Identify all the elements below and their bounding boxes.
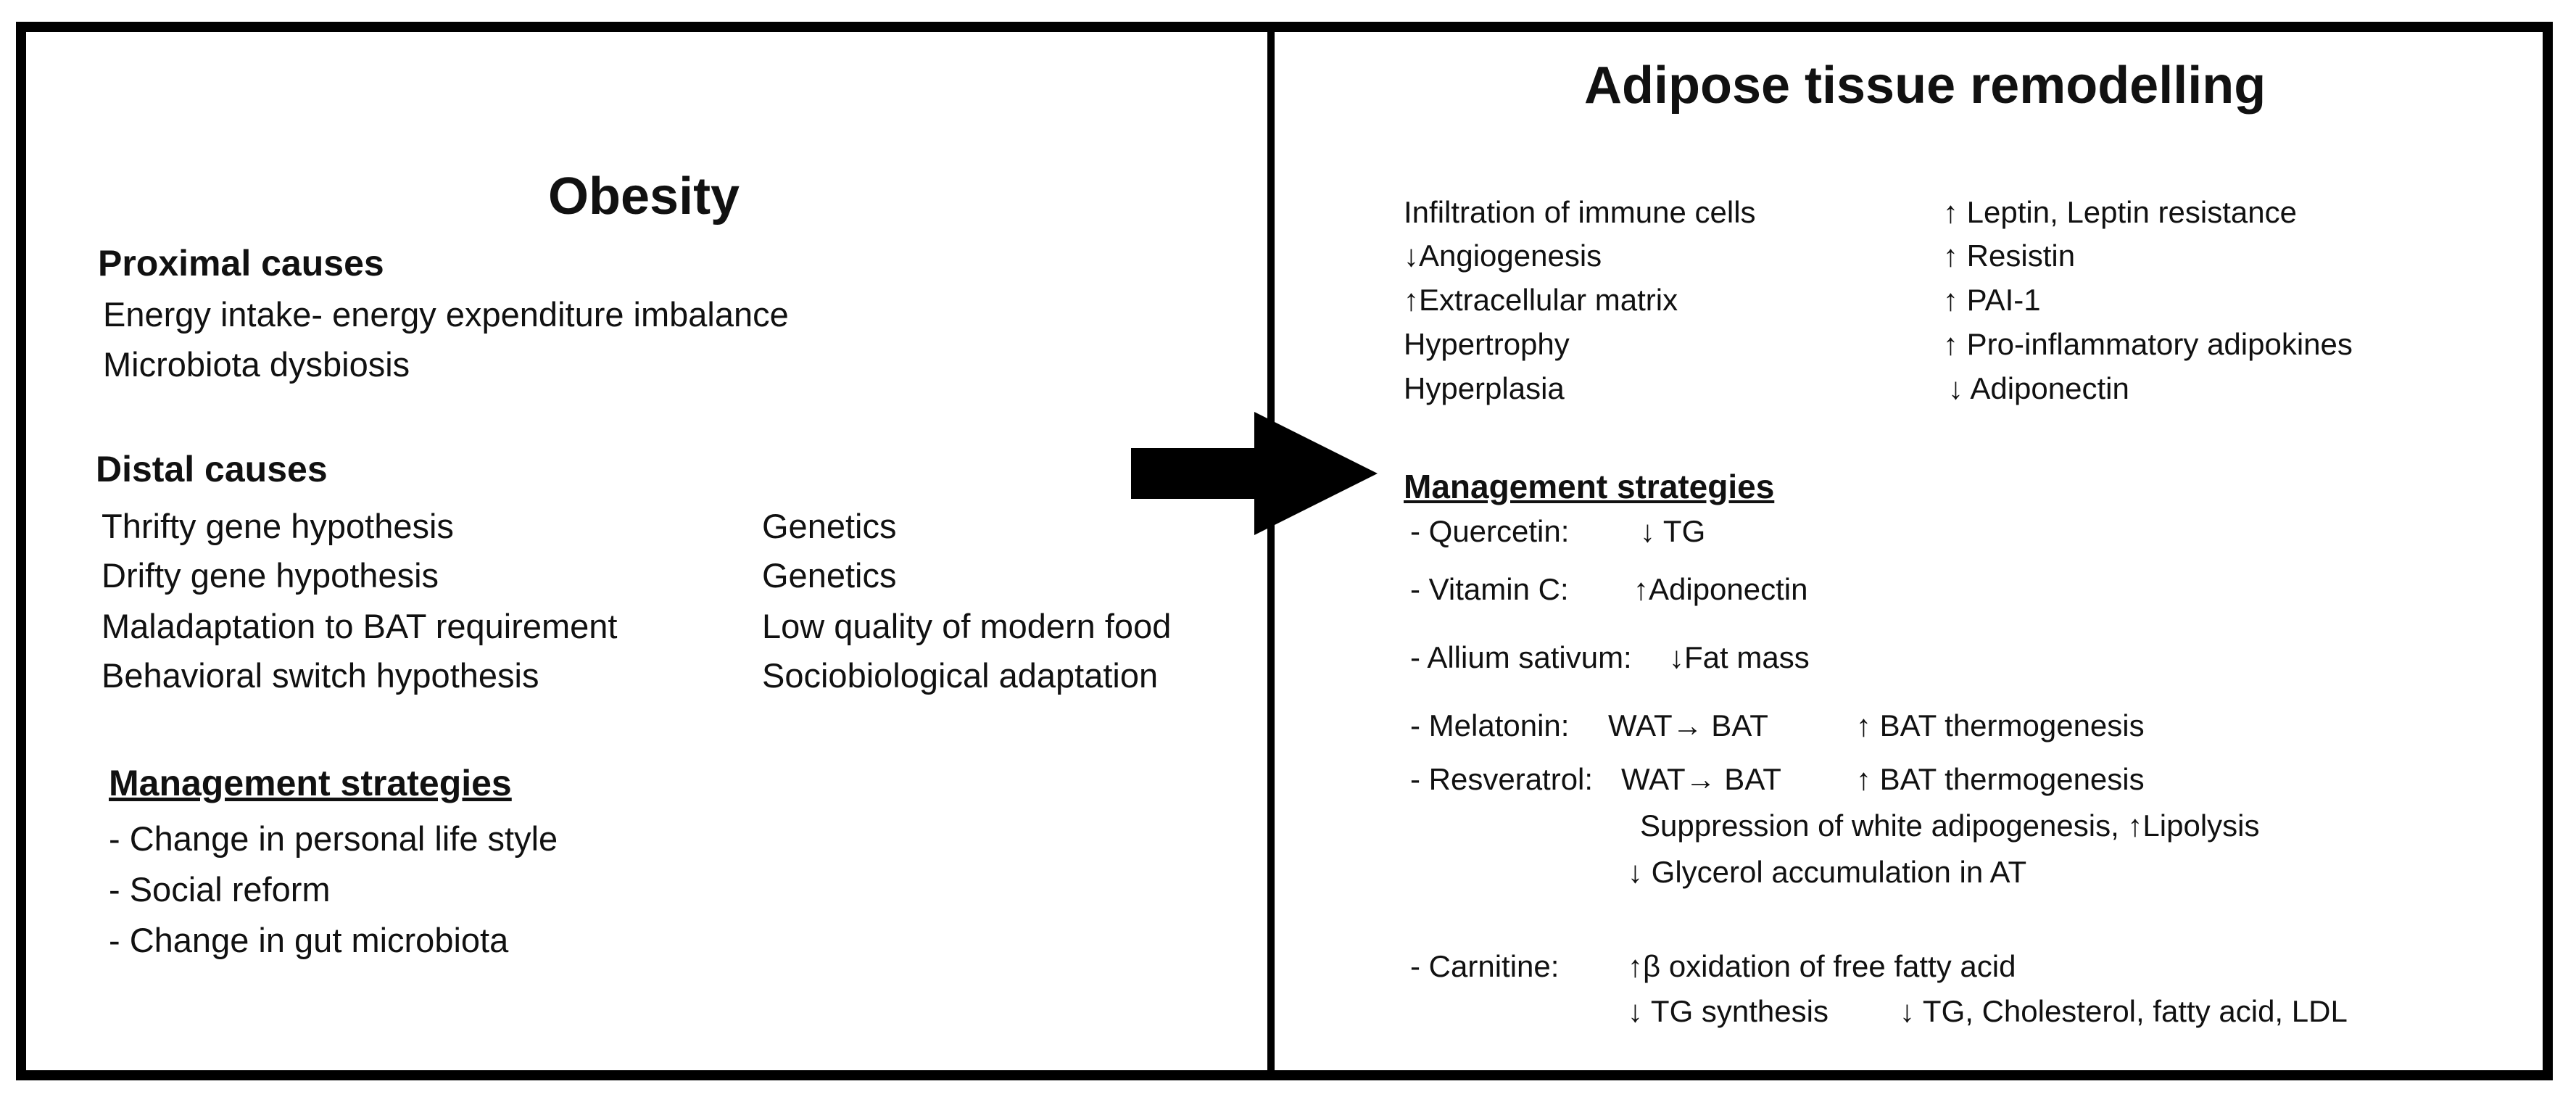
strategy-name: - Resveratrol: xyxy=(1410,762,1594,796)
strategy-name: - Melatonin: xyxy=(1410,708,1570,742)
remodel-change: Hyperplasia xyxy=(1404,371,1565,405)
strategy-effect: ↑ BAT thermogenesis xyxy=(1856,708,2145,742)
right-arrow-icon xyxy=(1131,412,1378,535)
strategy-detail: ↓ TG synthesis xyxy=(1628,994,1829,1028)
strategy-name: - Vitamin C: xyxy=(1410,572,1569,606)
management-item: - Change in gut microbiota xyxy=(109,921,509,959)
distal-cause: Behavioral switch hypothesis xyxy=(102,656,539,695)
adipokine-change: ↓ Adiponectin xyxy=(1948,371,2129,405)
remodel-change: ↓Angiogenesis xyxy=(1404,239,1602,273)
distal-cause: Maladaptation to BAT requirement xyxy=(102,607,618,645)
diagram-frame xyxy=(16,22,2553,1080)
distal-factor: Sociobiological adaptation xyxy=(762,656,1159,695)
adipokine-change: ↑ Leptin, Leptin resistance xyxy=(1943,195,2297,229)
remodel-change: Infiltration of immune cells xyxy=(1404,195,1756,229)
strategy-detail: ↓ Glycerol accumulation in AT xyxy=(1628,855,2027,889)
strategy-conversion: WAT→ BAT xyxy=(1621,762,1781,796)
strategy-effect: ↑Adiponectin xyxy=(1633,572,1808,606)
strategy-effect: ↓Fat mass xyxy=(1669,640,1810,674)
remodel-change: Hypertrophy xyxy=(1404,327,1570,361)
strategy-effect: ↓ TG xyxy=(1640,514,1706,548)
proximal-causes-heading: Proximal causes xyxy=(98,243,384,284)
strategy-effect: ↑ BAT thermogenesis xyxy=(1856,762,2145,796)
distal-factor: Genetics xyxy=(762,556,897,595)
proximal-cause-item: Energy intake- energy expenditure imbala… xyxy=(103,295,789,334)
right-management-heading: Management strategies xyxy=(1404,468,1775,505)
management-item: - Social reform xyxy=(109,870,331,909)
proximal-cause-item: Microbiota dysbiosis xyxy=(103,345,410,384)
distal-cause: Thrifty gene hypothesis xyxy=(102,507,454,545)
distal-factor: Low quality of modern food xyxy=(762,607,1172,645)
adipokine-change: ↑ Pro-inflammatory adipokines xyxy=(1943,327,2353,361)
panel-divider xyxy=(1267,22,1275,1080)
strategy-name: - Quercetin: xyxy=(1410,514,1570,548)
left-management-heading: Management strategies xyxy=(109,763,512,803)
distal-causes-heading: Distal causes xyxy=(96,449,328,489)
strategy-conversion: WAT→ BAT xyxy=(1608,708,1768,742)
obesity-title: Obesity xyxy=(548,167,740,226)
strategy-name: - Allium sativum: xyxy=(1410,640,1632,674)
strategy-detail: ↓ TG, Cholesterol, fatty acid, LDL xyxy=(1900,994,2348,1028)
management-item: - Change in personal life style xyxy=(109,819,558,858)
strategy-name: - Carnitine: xyxy=(1410,949,1560,983)
distal-factor: Genetics xyxy=(762,507,897,545)
adipokine-change: ↑ Resistin xyxy=(1943,239,2076,273)
remodel-change: ↑Extracellular matrix xyxy=(1404,283,1678,317)
adipokine-change: ↑ PAI-1 xyxy=(1943,283,2041,317)
strategy-effect: ↑β oxidation of free fatty acid xyxy=(1628,949,2016,983)
strategy-detail: Suppression of white adipogenesis, ↑Lipo… xyxy=(1640,808,2260,843)
distal-cause: Drifty gene hypothesis xyxy=(102,556,439,595)
adipose-remodelling-title: Adipose tissue remodelling xyxy=(1584,57,2266,115)
